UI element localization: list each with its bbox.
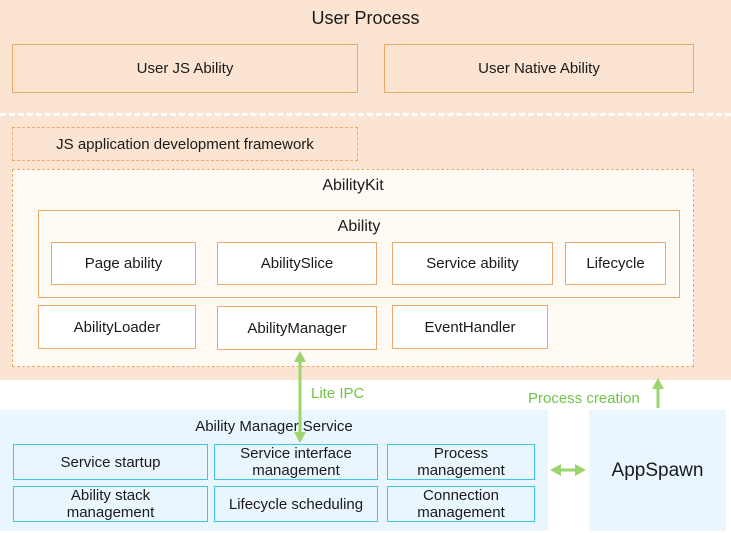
process-creation-arrow [652, 378, 664, 408]
lite-ipc-arrow [294, 351, 306, 443]
ability-slice-box: AbilitySlice [217, 242, 377, 285]
user-js-ability-box: User JS Ability [12, 44, 358, 93]
event-handler-box: EventHandler [392, 305, 548, 349]
service-ability-box: Service ability [392, 242, 553, 285]
lifecycle-box: Lifecycle [565, 242, 666, 285]
ams-title: Ability Manager Service [195, 417, 353, 435]
ability-loader-box: AbilityLoader [38, 305, 196, 349]
user-process-title: User Process [311, 7, 420, 28]
page-ability-box: Page ability [51, 242, 196, 285]
process-creation-label: Process creation [528, 390, 640, 407]
service-startup-box: Service startup [13, 444, 208, 480]
ability-kit-title: AbilityKit [322, 177, 384, 194]
service-interface-management-box: Service interface management [214, 444, 378, 480]
lite-ipc-label: Lite IPC [311, 385, 365, 402]
process-management-box: Process management [387, 444, 535, 480]
connection-management-box: Connection management [387, 486, 535, 522]
ability-title: Ability [337, 218, 381, 235]
ability-manager-box: AbilityManager [217, 306, 377, 350]
ability-stack-management-box: Ability stack management [13, 486, 208, 522]
lifecycle-scheduling-box: Lifecycle scheduling [214, 486, 378, 522]
appspawn-box: AppSpawn [589, 410, 726, 531]
user-process-divider [0, 113, 731, 116]
user-native-ability-box: User Native Ability [384, 44, 694, 93]
ams-appspawn-arrow [550, 464, 586, 476]
js-framework-box: JS application development framework [12, 127, 358, 161]
